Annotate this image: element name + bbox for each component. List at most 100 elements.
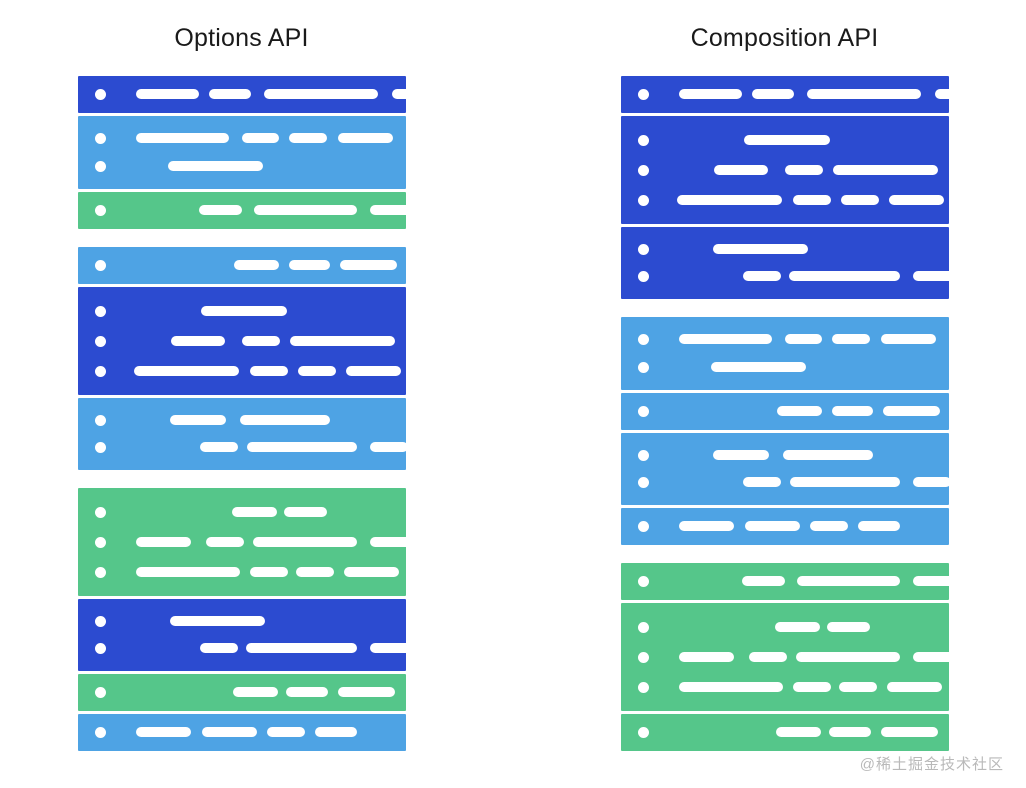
code-block-light-blue [620, 393, 949, 430]
code-block-green [77, 674, 406, 711]
code-line-segments [112, 687, 396, 698]
code-token-bar [135, 133, 229, 144]
code-token-bar [369, 442, 408, 452]
code-line-segments [655, 361, 939, 373]
bullet-icon [94, 205, 106, 216]
code-token-bar [912, 651, 956, 662]
code-token-bar [245, 643, 357, 653]
code-token-bar [285, 687, 328, 697]
bullet-icon [637, 681, 649, 693]
code-line [621, 86, 979, 103]
code-token-bar [795, 651, 900, 662]
code-line [78, 303, 406, 320]
code-line-segments [112, 442, 408, 453]
bullet-icon [94, 506, 106, 518]
column-title-options-api: Options API [174, 24, 309, 52]
code-line-segments [655, 450, 939, 461]
code-token-bar [712, 244, 808, 254]
code-line [621, 359, 949, 376]
code-line [78, 86, 436, 103]
code-token-bar [232, 687, 278, 697]
code-line-segments [655, 334, 939, 345]
code-token-bar [297, 365, 336, 376]
code-token-bar [169, 415, 226, 425]
code-token-bar [369, 205, 414, 215]
code-token-bar [167, 160, 263, 171]
code-token-bar [828, 727, 871, 737]
code-token-bar [369, 643, 412, 653]
code-line-segments [112, 365, 401, 377]
code-token-bar [934, 89, 979, 99]
code-group [620, 76, 979, 299]
code-token-bar [289, 335, 395, 346]
code-token-bar [784, 164, 823, 175]
code-token-bar [391, 89, 436, 99]
code-group [77, 76, 436, 229]
code-token-bar [678, 681, 783, 692]
code-token-bar [857, 521, 900, 531]
code-token-bar [831, 334, 870, 345]
code-block-light-blue [77, 398, 408, 470]
code-token-bar [751, 89, 794, 99]
code-line-segments [655, 194, 944, 206]
code-block-green [620, 563, 957, 600]
code-line [78, 412, 406, 429]
code-block-green [620, 714, 949, 751]
code-line [621, 331, 949, 348]
code-token-bar [826, 621, 870, 632]
code-token-bar [339, 260, 397, 270]
bullet-icon [637, 164, 649, 176]
code-line-segments [655, 164, 939, 176]
code-token-bar [231, 506, 277, 517]
code-line [78, 439, 408, 456]
code-block-light-blue [620, 508, 949, 545]
code-line-segments [655, 89, 979, 100]
code-line-segments [655, 651, 956, 663]
bullet-icon [94, 643, 106, 654]
bullet-icon [637, 651, 649, 663]
bullet-icon [637, 194, 649, 206]
code-line-segments [655, 406, 940, 417]
bullet-icon [637, 576, 649, 587]
code-token-bar [199, 442, 238, 452]
code-token-bar [678, 334, 772, 345]
code-token-bar [135, 536, 191, 547]
code-block-light-blue [77, 116, 406, 189]
code-line-segments [112, 415, 396, 426]
code-line [78, 684, 406, 701]
bullet-icon [94, 305, 106, 317]
bullet-icon [94, 687, 106, 698]
code-line [78, 504, 406, 521]
code-group [620, 317, 951, 545]
code-token-bar [880, 727, 938, 737]
code-token-bar [337, 687, 395, 697]
code-token-bar [831, 406, 873, 416]
code-line-segments [655, 271, 955, 282]
code-token-bar [886, 681, 942, 692]
bullet-icon [637, 271, 649, 282]
code-token-bar [776, 406, 822, 416]
code-token-bar [288, 260, 330, 270]
code-token-bar [796, 576, 900, 586]
code-group [77, 488, 413, 751]
code-line [78, 257, 406, 274]
code-token-bar [888, 194, 944, 205]
bullet-icon [637, 334, 649, 346]
code-block-light-blue [77, 714, 406, 751]
code-token-bar [199, 643, 238, 653]
code-line [621, 679, 949, 696]
code-line-segments [655, 244, 939, 255]
bullet-icon [637, 406, 649, 417]
bullet-icon [637, 450, 649, 461]
code-token-bar [135, 89, 199, 99]
code-line-segments [112, 566, 399, 578]
code-token-bar [241, 335, 280, 346]
code-block-dark-blue [77, 287, 406, 395]
bullet-icon [94, 566, 106, 578]
code-token-bar [880, 334, 936, 345]
code-token-bar [782, 450, 873, 460]
bullet-icon [637, 244, 649, 255]
code-token-bar [345, 365, 401, 376]
code-token-bar [369, 536, 413, 547]
